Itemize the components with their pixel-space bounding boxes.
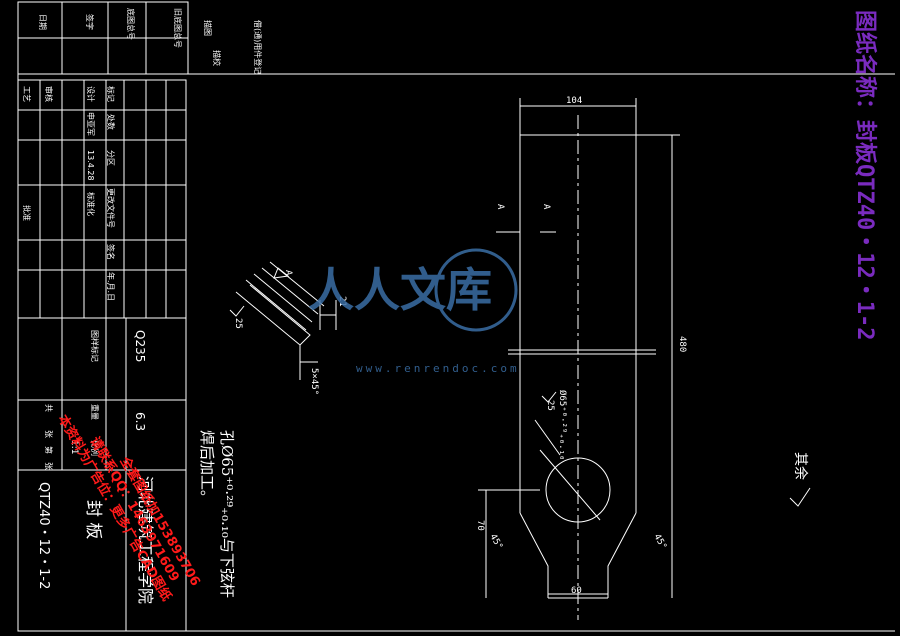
design-label: 设计 bbox=[86, 86, 96, 102]
weight-label: 重量 bbox=[90, 404, 100, 420]
left-register-strip: 借(通)用件登记 描图 描校 旧底图总号 底图总号 签字 日期 bbox=[17, 1, 263, 75]
school-name: 河北建筑工程学院 bbox=[136, 476, 155, 604]
dimension-lines: 104 480 60 70 45° 45° Ø65⁺⁰·²⁹₊₀.₁₀ 25 A… bbox=[475, 96, 687, 598]
register-label-1: 描图 bbox=[203, 20, 213, 36]
section-marker-a1: A bbox=[495, 204, 505, 210]
dim-angle-right: 45° bbox=[651, 533, 668, 552]
standard-label: 标准化 bbox=[86, 192, 96, 216]
dim-hole: Ø65⁺⁰·²⁹₊₀.₁₀ bbox=[557, 390, 568, 460]
watermark-site-url: www.renrendoc.com bbox=[356, 362, 520, 375]
row-label-change: 更改文件号 bbox=[106, 188, 116, 228]
row-label-zone: 分区 bbox=[106, 150, 115, 166]
note-hole: 孔Ø65⁺⁰·²⁹₊₀.₁₀与下弦杆 bbox=[218, 430, 236, 598]
section-a-label: A bbox=[283, 270, 293, 276]
watermark-logo: 人人文库 www.renrendoc.com bbox=[308, 248, 520, 375]
register-label-4: 底图总号 bbox=[126, 8, 136, 40]
register-label-5: 签字 bbox=[85, 14, 95, 30]
row-label-count: 处数 bbox=[106, 114, 116, 130]
sheet-no-unit: 张 bbox=[44, 462, 53, 470]
approve-label: 批准 bbox=[22, 205, 32, 221]
watermark-red-notes: 本资料为广告位：更多广告CAD图纸 请联系QQ：1463971609 全套图纸加… bbox=[55, 412, 204, 604]
note-weld: 焊后加工。 bbox=[198, 430, 216, 505]
sheet-no-label: 第 bbox=[44, 446, 54, 454]
count-label: 图样标记 bbox=[90, 330, 100, 362]
sheet-total-label: 共 bbox=[44, 404, 53, 412]
row-label-mark: 标记 bbox=[106, 86, 116, 102]
ratio-label: 比例 bbox=[90, 440, 100, 456]
register-label-6: 日期 bbox=[38, 14, 47, 30]
dim-angle-left: 45° bbox=[487, 533, 504, 552]
register-label-3: 旧底图总号 bbox=[173, 8, 183, 48]
section-25-label: 25 bbox=[233, 318, 243, 329]
roughness-value: 6.3 bbox=[133, 412, 147, 431]
dim-lower-height: 70 bbox=[475, 520, 485, 531]
watermark-site-cn: 人人文库 bbox=[308, 263, 492, 317]
note-rest: 其余 bbox=[792, 452, 809, 480]
dim-width-top: 104 bbox=[566, 96, 582, 106]
dim-height: 480 bbox=[677, 336, 687, 352]
process-label: 工艺 bbox=[22, 86, 31, 102]
register-label-2: 描校 bbox=[212, 50, 222, 66]
drawing-number: QTZ40・12・1-2 bbox=[36, 482, 51, 589]
title-block-lower: Q235 6.3 图样标记 重量 比例 1:1 共 张 第 张 河北建筑工程学院… bbox=[17, 317, 187, 632]
design-date: 13.4.28 bbox=[86, 150, 95, 181]
dim-bottom-width: 60 bbox=[571, 586, 582, 596]
rest-roughness-symbol bbox=[789, 487, 811, 507]
technical-notes: 孔Ø65⁺⁰·²⁹₊₀.₁₀与下弦杆 焊后加工。 其余 bbox=[198, 430, 811, 598]
section-detail: A 21 25 5×45° bbox=[229, 261, 347, 395]
hole-circle bbox=[545, 457, 611, 523]
sheet-total-unit: 张 bbox=[44, 430, 53, 438]
title-block: 标记 处数 分区 更改文件号 签名 年.月.日 设计 申亚军 13.4.28 标… bbox=[17, 79, 187, 319]
part-main-view bbox=[508, 115, 656, 620]
section-marker-a2: A bbox=[541, 204, 551, 210]
row-label-sign: 签名 bbox=[106, 244, 116, 260]
scale-value: 1:1 bbox=[69, 440, 79, 454]
register-label-0: 借(通)用件登记 bbox=[253, 20, 263, 74]
designer-name: 申亚军 bbox=[86, 112, 96, 136]
review-label: 审核 bbox=[44, 86, 54, 102]
dim-hole-rough: 25 bbox=[545, 400, 555, 411]
row-label-date: 年.月.日 bbox=[106, 272, 116, 301]
part-name: 封 板 bbox=[83, 500, 103, 539]
watermark-vertical-title: 图纸名称：封板QTZ40・12・1-2 bbox=[852, 10, 878, 340]
section-21-label: 21 bbox=[337, 296, 347, 307]
material-value: Q235 bbox=[133, 330, 147, 362]
section-chamfer-label: 5×45° bbox=[309, 368, 319, 395]
